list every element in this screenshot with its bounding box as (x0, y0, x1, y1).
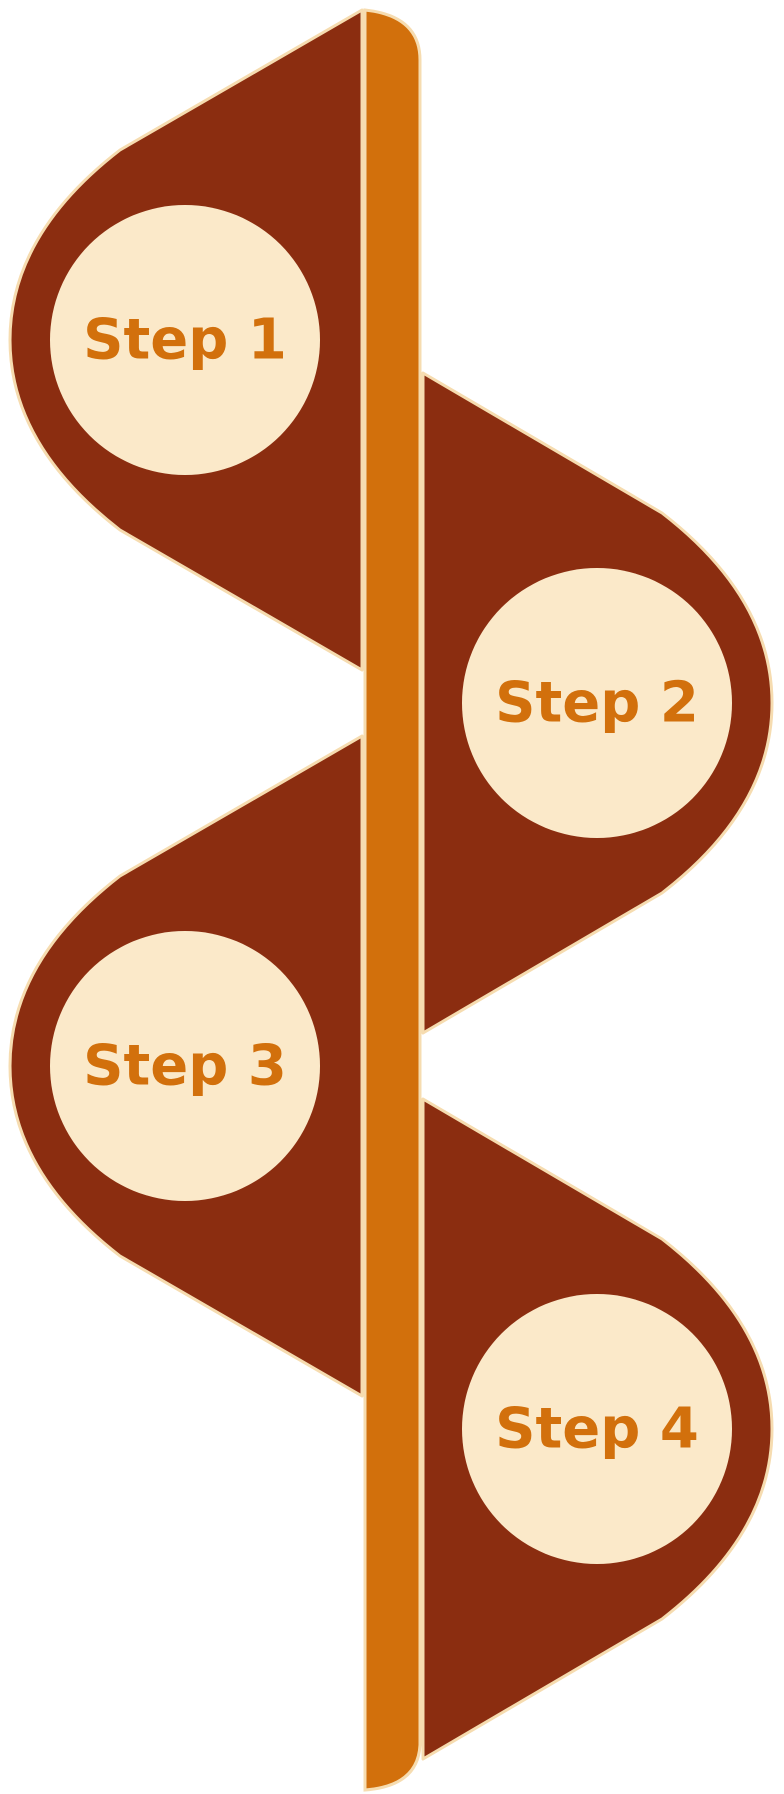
step-4-label: Step 4 (495, 1397, 699, 1462)
step-3-circle (50, 931, 320, 1201)
step-2-label: Step 2 (495, 671, 699, 736)
circles-layer: Step 1 Step 2 Step 3 Step 4 (50, 205, 732, 1564)
step-1-circle (50, 205, 320, 475)
step-3-label: Step 3 (83, 1034, 287, 1099)
step-4-circle (462, 1294, 732, 1564)
timeline-spine (363, 8, 422, 1792)
step-2-circle (462, 568, 732, 838)
step-1-label: Step 1 (83, 308, 287, 373)
